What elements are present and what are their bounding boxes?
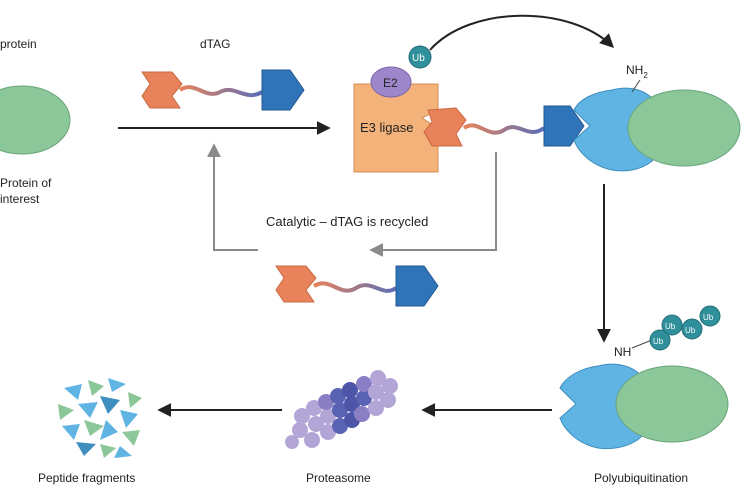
protein-of-label: Protein of <box>0 176 52 190</box>
interest-label: interest <box>0 192 40 206</box>
ub-chain-label-2: Ub <box>665 322 676 331</box>
proteasome-barrel <box>285 370 398 449</box>
e2-label: E2 <box>383 76 398 90</box>
polyubiquitination-label: Polyubiquitination <box>594 471 688 485</box>
protein-label: protein <box>0 37 37 51</box>
nh2-bond <box>631 79 641 93</box>
nh2-label: NH2 <box>626 63 648 80</box>
e3-ligase-label: E3 ligase <box>360 120 413 135</box>
e3-ligase-box <box>353 83 439 173</box>
ub-bubble <box>408 45 432 69</box>
recycle-arrow-return <box>369 152 497 257</box>
bound-dtag <box>423 105 585 147</box>
target-protein-top <box>627 89 741 167</box>
nh-label: NH <box>614 345 631 359</box>
ub-chain-label-1: Ub <box>653 337 664 346</box>
ub-transfer-arrow <box>429 14 615 51</box>
peptide-fragments-label: Peptide fragments <box>38 471 135 485</box>
ub-label: Ub <box>412 53 425 64</box>
protein-of-interest <box>0 85 71 155</box>
ub-chain <box>649 305 721 351</box>
target-protein-bottom <box>615 365 729 443</box>
e2-enzyme <box>370 66 412 98</box>
catalytic-label: Catalytic – dTAG is recycled <box>266 214 428 229</box>
peptide-fragments <box>58 378 142 458</box>
ub-chain-label-4: Ub <box>703 313 714 322</box>
recycled-dtag-molecule <box>275 265 439 307</box>
dtag-label: dTAG <box>200 37 230 51</box>
ub-chain-label-3: Ub <box>685 326 696 335</box>
ub-chain-bond <box>631 339 653 349</box>
recycle-arrow-up <box>207 143 258 251</box>
proteasome-label: Proteasome <box>306 471 371 485</box>
dtag-molecule <box>141 69 305 111</box>
